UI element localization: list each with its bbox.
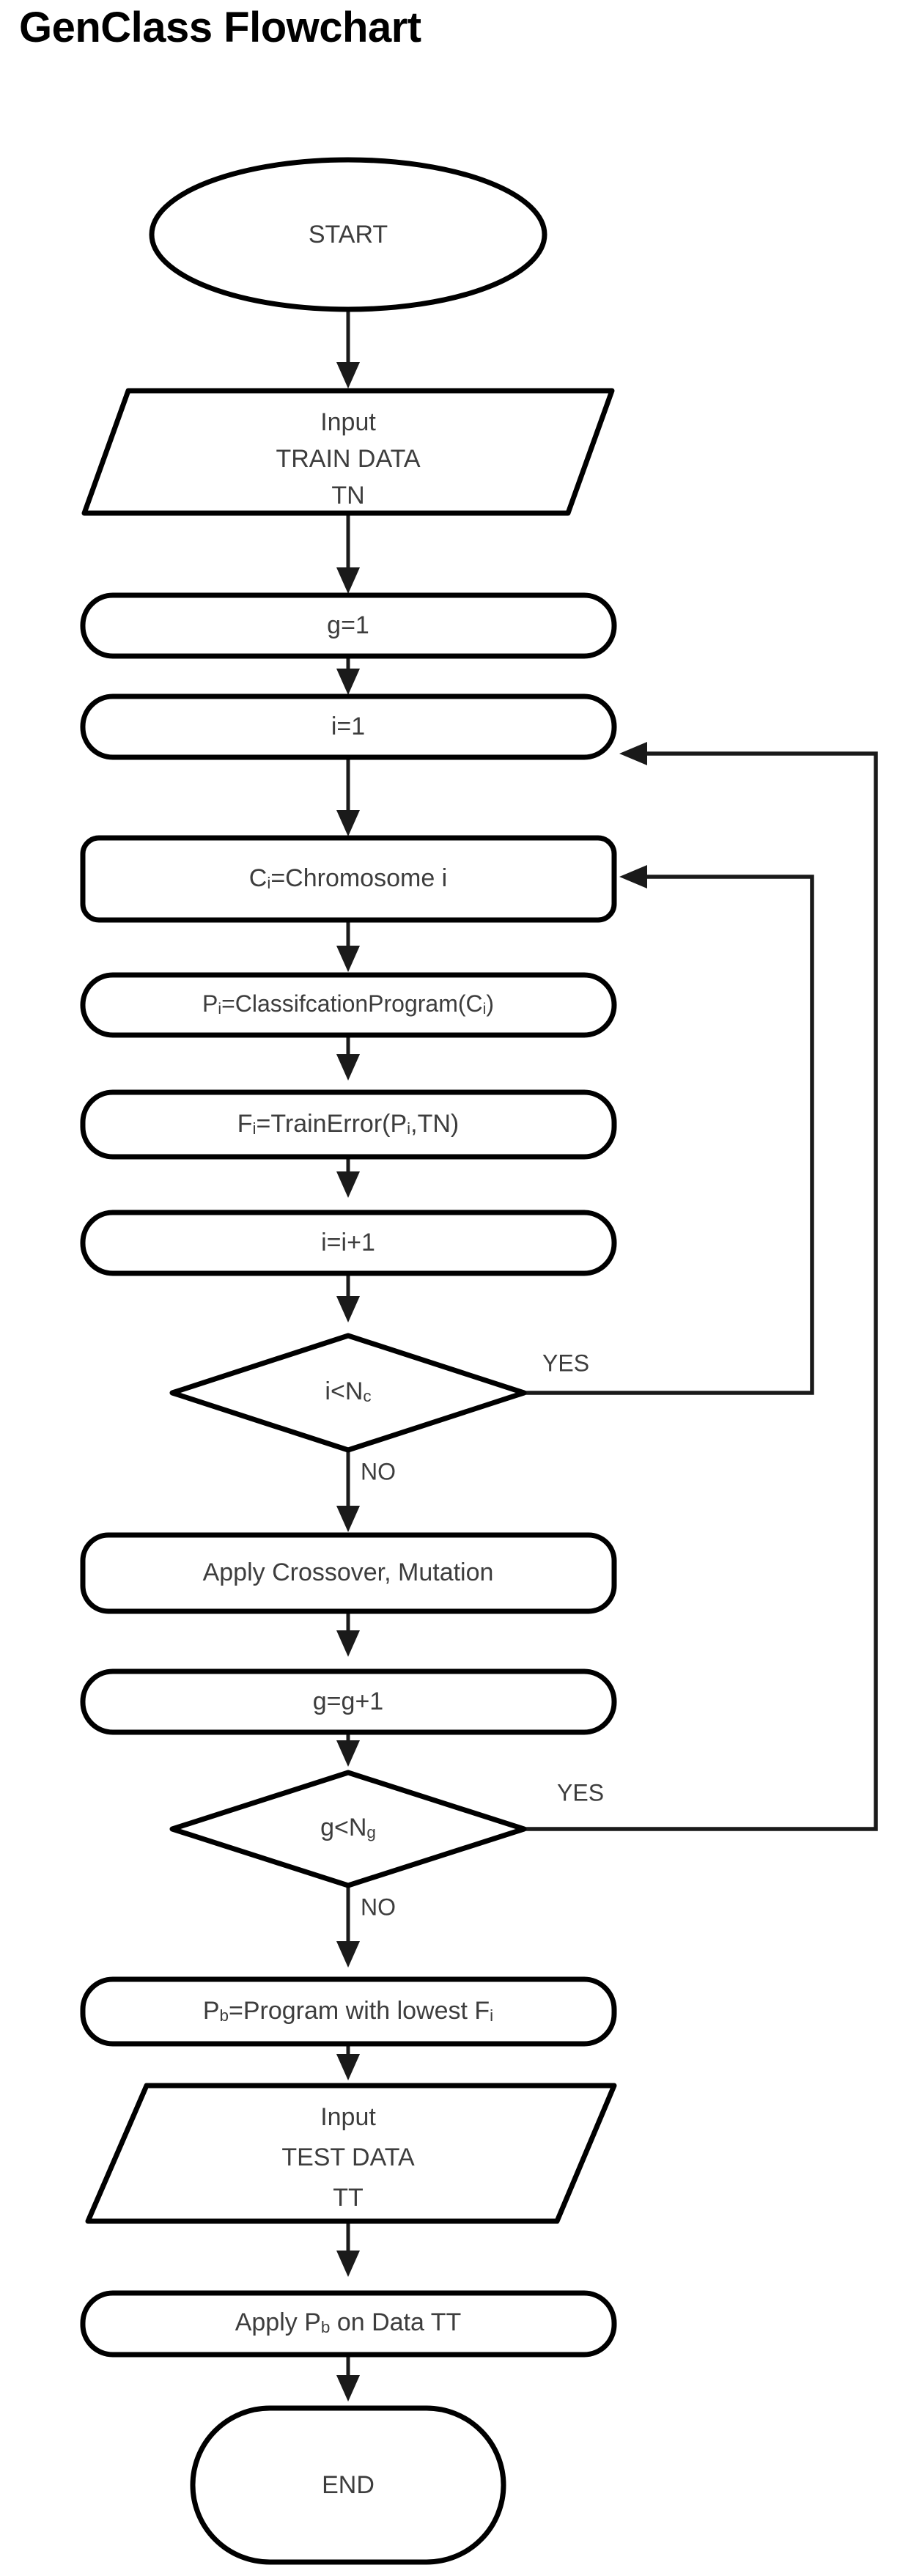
node-program-label-sub2: i bbox=[483, 1001, 487, 1017]
node-best-program-label-rest: =Program with lowest F bbox=[229, 1997, 490, 2025]
node-i-incr[interactable]: i=i+1 bbox=[80, 1210, 617, 1276]
edge-input-test-to-apply bbox=[336, 2221, 360, 2277]
node-i-incr-label: i=i+1 bbox=[321, 1229, 375, 1256]
node-input-train-label-line1: Input bbox=[320, 408, 376, 436]
node-decision-g-label-main: g<N bbox=[320, 1814, 366, 1841]
node-input-train-label-line3: TN bbox=[331, 482, 364, 509]
node-input-test-label-line3: TT bbox=[333, 2184, 364, 2212]
node-apply-best-label: Apply Pb on Data TT bbox=[235, 2308, 462, 2336]
edge-start-to-input-train bbox=[336, 306, 360, 389]
node-decision-i-label-sub: c bbox=[363, 1387, 371, 1405]
node-decision-g-label: g<Ng bbox=[320, 1814, 376, 1841]
edge-best-to-input-test bbox=[336, 2044, 360, 2080]
node-trainerror-label-tail: ,TN) bbox=[410, 1110, 459, 1138]
node-apply-best-label-sub: b bbox=[321, 2318, 330, 2336]
edge-g-init-to-i-init bbox=[336, 656, 360, 695]
node-trainerror[interactable]: Fi=TrainError(Pi,TN) bbox=[80, 1089, 617, 1160]
node-chromosome[interactable]: Ci=Chromosome i bbox=[80, 835, 617, 923]
node-trainerror-label-sub: i bbox=[253, 1119, 257, 1138]
node-trainerror-label-main: F bbox=[237, 1110, 253, 1138]
edge-decision-g-yes-loop bbox=[524, 742, 878, 1831]
edge-chromosome-to-program bbox=[336, 920, 360, 972]
edge-apply-to-end bbox=[336, 2355, 360, 2402]
node-trainerror-label-sub2: i bbox=[407, 1119, 410, 1138]
edge-decision-i-yes-loop bbox=[524, 865, 814, 1395]
node-program-label: Pi=ClassifcationProgram(Ci) bbox=[202, 990, 494, 1017]
edge-label-yes-inner: YES bbox=[542, 1350, 589, 1376]
node-program-label-sub: i bbox=[218, 1001, 221, 1017]
edge-g-incr-to-decision-g bbox=[336, 1732, 360, 1767]
node-end[interactable]: END bbox=[190, 2405, 506, 2565]
node-start-label: START bbox=[309, 221, 388, 249]
edge-decision-g-no bbox=[336, 1877, 360, 1968]
node-input-train-data[interactable]: Input TRAIN DATA TN bbox=[81, 388, 615, 516]
edge-trainerror-to-i-incr bbox=[336, 1157, 360, 1198]
node-decision-i-label-main: i<N bbox=[325, 1377, 363, 1405]
node-best-program-label-sub2: i bbox=[490, 2006, 493, 2025]
edge-program-to-trainerror bbox=[336, 1035, 360, 1081]
node-apply-best-label-main: Apply P bbox=[235, 2308, 321, 2336]
node-chromosome-label-sub: i bbox=[267, 874, 270, 892]
node-best-program-label-sub: b bbox=[220, 2006, 229, 2025]
node-chromosome-label: Ci=Chromosome i bbox=[249, 864, 447, 892]
node-start[interactable]: START bbox=[149, 157, 547, 312]
edge-i-incr-to-decision-i bbox=[336, 1273, 360, 1322]
node-program-label-rest: =ClassifcationProgram(C bbox=[221, 990, 483, 1017]
node-best-program[interactable]: Pb=Program with lowest Fi bbox=[80, 1976, 617, 2047]
node-input-test-label-line2: TEST DATA bbox=[281, 2143, 415, 2171]
node-input-test-data[interactable]: Input TEST DATA TT bbox=[85, 2083, 617, 2224]
node-g-init[interactable]: g=1 bbox=[80, 592, 617, 659]
node-decision-g[interactable]: g<Ng bbox=[169, 1770, 527, 1888]
node-decision-i-label: i<Nc bbox=[325, 1377, 371, 1405]
node-i-init[interactable]: i=1 bbox=[80, 693, 617, 760]
edge-input-train-to-g-init bbox=[336, 513, 360, 594]
node-i-init-label: i=1 bbox=[331, 713, 365, 740]
edge-label-yes-outer: YES bbox=[557, 1779, 604, 1806]
node-chromosome-label-main: C bbox=[249, 864, 268, 892]
node-program[interactable]: Pi=ClassifcationProgram(Ci) bbox=[80, 972, 617, 1038]
edge-label-no-outer: NO bbox=[361, 1894, 396, 1920]
node-g-incr[interactable]: g=g+1 bbox=[80, 1668, 617, 1735]
node-crossover[interactable]: Apply Crossover, Mutation bbox=[80, 1532, 617, 1614]
edge-i-init-to-chromosome bbox=[336, 757, 360, 836]
node-trainerror-label: Fi=TrainError(Pi,TN) bbox=[237, 1110, 460, 1138]
page-title: GenClass Flowchart bbox=[19, 4, 421, 51]
node-crossover-label: Apply Crossover, Mutation bbox=[203, 1559, 494, 1586]
node-g-incr-label: g=g+1 bbox=[313, 1688, 383, 1715]
node-input-test-label-line1: Input bbox=[320, 2103, 376, 2131]
node-apply-best[interactable]: Apply Pb on Data TT bbox=[80, 2290, 617, 2358]
edge-decision-i-no bbox=[336, 1440, 360, 1532]
node-trainerror-label-rest: =TrainError(P bbox=[257, 1110, 407, 1138]
node-best-program-label-main: P bbox=[203, 1997, 220, 2025]
node-chromosome-label-rest: =Chromosome i bbox=[270, 864, 447, 892]
node-apply-best-label-rest: on Data TT bbox=[330, 2308, 461, 2336]
node-decision-g-label-sub: g bbox=[366, 1823, 375, 1841]
node-input-train-label-line2: TRAIN DATA bbox=[276, 445, 420, 473]
node-g-init-label: g=1 bbox=[327, 611, 369, 639]
node-program-label-tail: ) bbox=[486, 990, 494, 1017]
node-decision-i[interactable]: i<Nc bbox=[169, 1333, 527, 1453]
node-program-label-main: P bbox=[202, 990, 218, 1017]
node-end-label: END bbox=[322, 2471, 375, 2499]
edge-crossover-to-g-incr bbox=[336, 1611, 360, 1657]
edge-label-no-inner: NO bbox=[361, 1458, 396, 1484]
node-best-program-label: Pb=Program with lowest Fi bbox=[203, 1997, 493, 2025]
